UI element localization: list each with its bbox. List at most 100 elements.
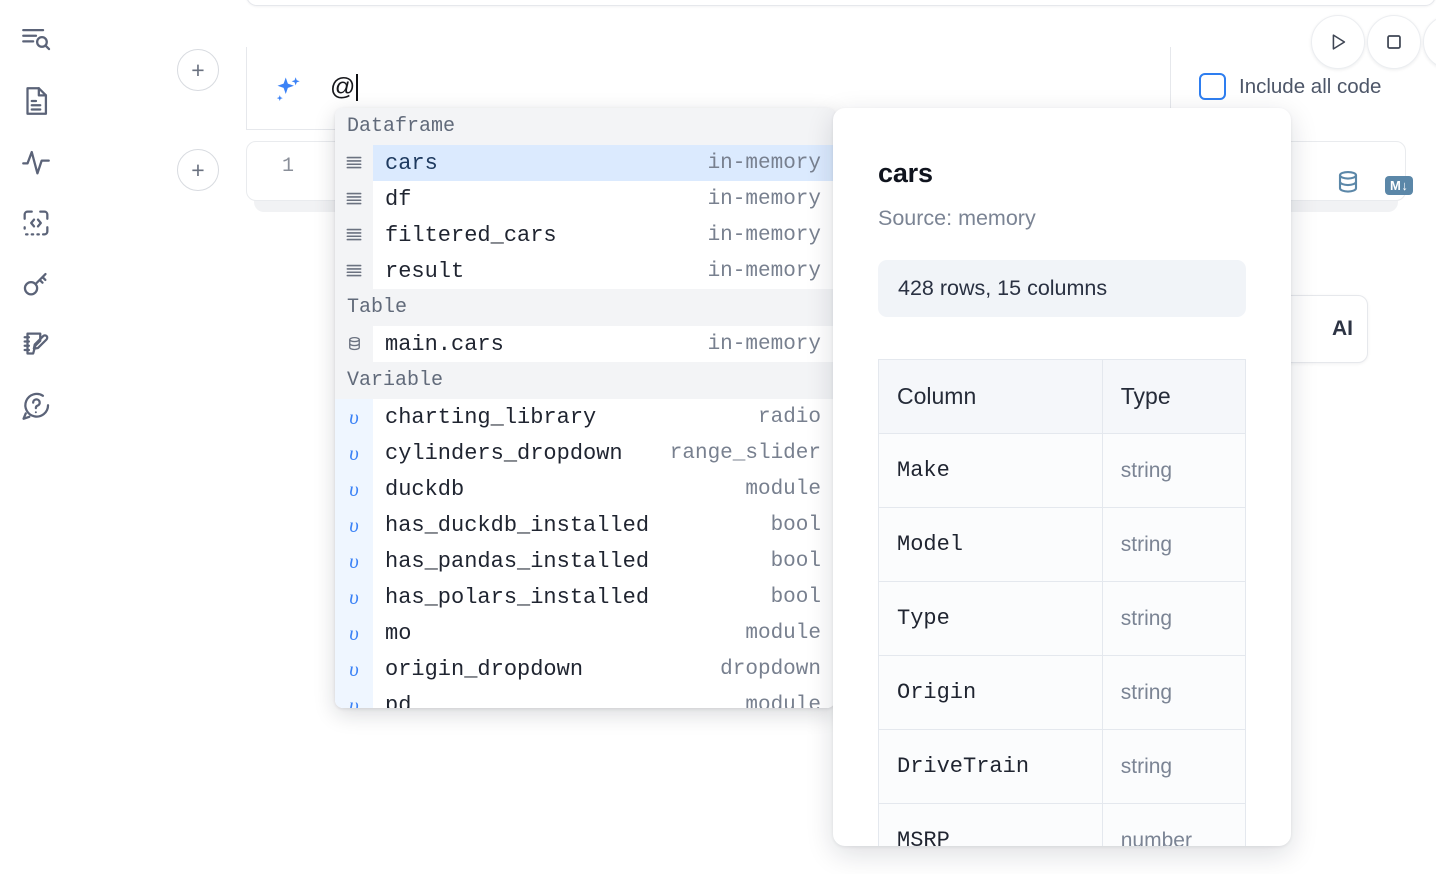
autocomplete-item[interactable]: df in-memory — [335, 181, 835, 217]
add-cell-below-button[interactable]: + — [177, 149, 219, 191]
schema-column-header: Column — [878, 359, 1103, 434]
variable-icon: υ — [335, 471, 373, 507]
ai-prompt-text: @ — [330, 73, 359, 101]
schema-header-row: Column Type — [878, 359, 1246, 434]
activity-pulse-icon[interactable] — [14, 140, 58, 184]
scratchpad-edit-icon[interactable] — [14, 323, 58, 367]
autocomplete-item-label: charting_library radio — [373, 399, 835, 435]
stop-button[interactable] — [1367, 15, 1421, 69]
autocomplete-item-label: mo module — [373, 615, 835, 651]
cell-line-number: 1 — [281, 155, 294, 178]
schema-column-type: string — [1102, 581, 1246, 656]
code-snippet-icon[interactable] — [14, 201, 58, 245]
dataset-title: cars — [878, 158, 933, 188]
autocomplete-item-label: origin_dropdown dropdown — [373, 651, 835, 687]
autocomplete-item-name: charting_library — [385, 404, 597, 430]
schema-column-type: string — [1102, 729, 1246, 804]
autocomplete-item-label: cylinders_dropdown range_slider — [373, 435, 835, 471]
autocomplete-item-meta: bool — [770, 549, 821, 573]
autocomplete-item-name: df — [385, 186, 412, 212]
autocomplete-item-name: origin_dropdown — [385, 656, 584, 682]
autocomplete-item-meta: dropdown — [720, 657, 821, 681]
autocomplete-item-name: has_pandas_installed — [385, 548, 650, 574]
explore-search-icon[interactable] — [14, 18, 58, 62]
markdown-down-icon[interactable]: M↓ — [1385, 176, 1414, 195]
autocomplete-item[interactable]: υ has_pandas_installed bool — [335, 543, 835, 579]
schema-column-type: string — [1102, 507, 1246, 582]
autocomplete-item-name: has_duckdb_installed — [385, 512, 650, 538]
schema-column-type: string — [1102, 433, 1246, 508]
autocomplete-item-meta: in-memory — [707, 223, 821, 247]
variable-icon: υ — [335, 651, 373, 687]
autocomplete-item-name: has_polars_installed — [385, 584, 650, 610]
variable-icon: υ — [335, 399, 373, 435]
autocomplete-item-meta: module — [745, 693, 821, 709]
autocomplete-item[interactable]: υ charting_library radio — [335, 399, 835, 435]
autocomplete-item-name: main.cars — [385, 331, 504, 357]
autocomplete-item-label: main.cars in-memory — [373, 326, 835, 362]
autocomplete-group-header: Dataframe — [335, 108, 835, 145]
autocomplete-item-name: pd — [385, 692, 412, 709]
autocomplete-item-meta: range_slider — [669, 441, 821, 465]
dataframe-icon — [335, 253, 373, 289]
database-icon[interactable] — [1333, 168, 1363, 203]
variable-icon: υ — [335, 615, 373, 651]
autocomplete-item-meta: module — [745, 621, 821, 645]
help-chat-icon[interactable] — [14, 384, 58, 428]
autocomplete-item[interactable]: main.cars in-memory — [335, 326, 835, 362]
text-caret — [356, 74, 359, 101]
add-cell-above-button[interactable]: + — [177, 49, 219, 91]
autocomplete-item-meta: in-memory — [707, 187, 821, 211]
schema-column-name: Model — [878, 507, 1103, 582]
variable-icon: υ — [335, 543, 373, 579]
variable-icon: υ — [335, 435, 373, 471]
schema-column-name: MSRP — [878, 803, 1103, 846]
autocomplete-item-name: mo — [385, 620, 412, 646]
variable-icon: υ — [335, 579, 373, 615]
include-all-code-row[interactable]: Include all code — [1199, 73, 1381, 100]
autocomplete-item-meta: radio — [757, 405, 821, 429]
dataframe-icon — [335, 217, 373, 253]
autocomplete-item[interactable]: υ cylinders_dropdown range_slider — [335, 435, 835, 471]
ai-suggestion-label: AI — [1332, 317, 1353, 340]
dataset-shape: 428 rows, 15 columns — [878, 260, 1246, 317]
autocomplete-item[interactable]: υ origin_dropdown dropdown — [335, 651, 835, 687]
dataset-source: Source: memory — [878, 206, 1036, 230]
autocomplete-item-name: duckdb — [385, 476, 465, 502]
key-icon[interactable] — [14, 262, 58, 306]
more-actions-button[interactable] — [1423, 15, 1436, 69]
document-icon[interactable] — [14, 79, 58, 123]
autocomplete-item-meta: in-memory — [707, 259, 821, 283]
autocomplete-item-meta: in-memory — [707, 332, 821, 356]
schema-column-name: Type — [878, 581, 1103, 656]
run-button[interactable] — [1311, 15, 1365, 69]
include-all-code-checkbox[interactable] — [1199, 73, 1226, 100]
autocomplete-item-label: has_pandas_installed bool — [373, 543, 835, 579]
ai-prompt-value: @ — [330, 73, 356, 101]
autocomplete-group-header: Variable — [335, 362, 835, 399]
variable-icon: υ — [335, 507, 373, 543]
autocomplete-item-label: pd module — [373, 687, 835, 709]
autocomplete-group-header: Table — [335, 289, 835, 326]
autocomplete-item-name: cylinders_dropdown — [385, 440, 623, 466]
